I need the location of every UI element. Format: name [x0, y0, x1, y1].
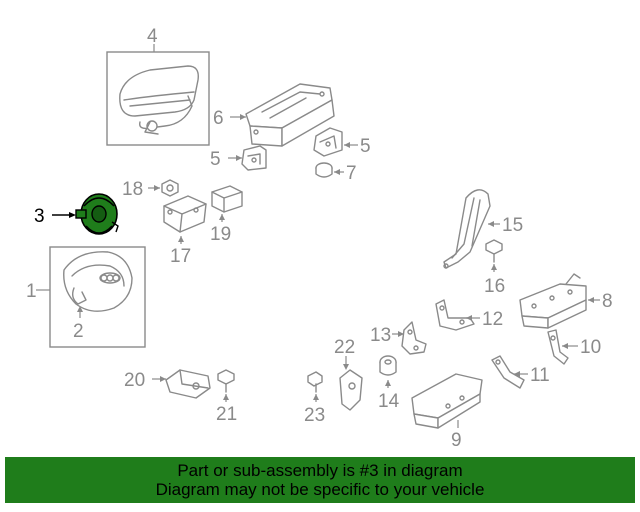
part-5-bracket-right[interactable]	[313, 127, 343, 157]
part-22-sensor[interactable]	[339, 369, 363, 411]
part-15-curtain-airbag[interactable]	[443, 189, 491, 269]
banner-line-1: Part or sub-assembly is #3 in diagram	[177, 461, 463, 480]
part-12-bracket[interactable]	[435, 299, 475, 331]
callout-5b: 5	[360, 136, 371, 157]
callout-19: 19	[210, 224, 231, 245]
callout-6: 6	[213, 108, 224, 129]
banner-line-2: Diagram may not be specific to your vehi…	[155, 480, 485, 499]
part-6-airbag-bracket[interactable]	[245, 83, 335, 147]
callout-16: 16	[484, 276, 505, 297]
callout-5a: 5	[210, 149, 221, 170]
callout-21: 21	[216, 404, 237, 425]
part-23-bolt[interactable]	[307, 371, 323, 393]
part-4-passenger-airbag[interactable]	[106, 51, 210, 146]
callout-10: 10	[580, 337, 601, 358]
callout-17: 17	[170, 246, 191, 267]
part-3-clock-spring[interactable]	[75, 193, 119, 235]
part-19-sensor[interactable]	[211, 185, 243, 213]
part-10-bracket[interactable]	[547, 329, 569, 365]
callout-22: 22	[334, 337, 355, 358]
callout-18: 18	[122, 179, 143, 200]
part-14-nut[interactable]	[379, 355, 397, 376]
callout-8: 8	[602, 291, 613, 312]
callout-15: 15	[502, 215, 523, 236]
part-1-driver-airbag[interactable]	[49, 246, 146, 348]
part-20-sensor[interactable]	[165, 369, 211, 399]
callout-1: 1	[26, 281, 37, 302]
parts-diagram: 4 6 5 5 7 18	[26, 26, 613, 451]
part-7-nut[interactable]	[315, 162, 333, 178]
part-11-bracket[interactable]	[491, 355, 525, 389]
callout-9: 9	[451, 430, 462, 451]
part-9-side-airbag[interactable]	[411, 373, 483, 429]
part-info-banner: Part or sub-assembly is #3 in diagram Di…	[5, 457, 635, 503]
part-13-bracket[interactable]	[401, 321, 427, 355]
callout-23: 23	[304, 405, 325, 426]
callout-13: 13	[370, 325, 391, 346]
callout-20: 20	[124, 370, 145, 391]
part-18-nut[interactable]	[161, 179, 179, 197]
callout-7: 7	[346, 163, 357, 184]
callout-3: 3	[34, 206, 45, 227]
part-16-bolt[interactable]	[485, 239, 503, 263]
callout-12: 12	[482, 309, 503, 330]
callout-11: 11	[530, 365, 550, 386]
part-8-airbag-module[interactable]	[519, 273, 587, 329]
callout-2: 2	[73, 321, 84, 342]
part-17-control-module[interactable]	[163, 195, 207, 233]
callout-4: 4	[147, 26, 158, 47]
part-21-bolt[interactable]	[217, 369, 235, 393]
callout-14: 14	[378, 391, 400, 412]
part-5-bracket-left[interactable]	[241, 145, 267, 171]
